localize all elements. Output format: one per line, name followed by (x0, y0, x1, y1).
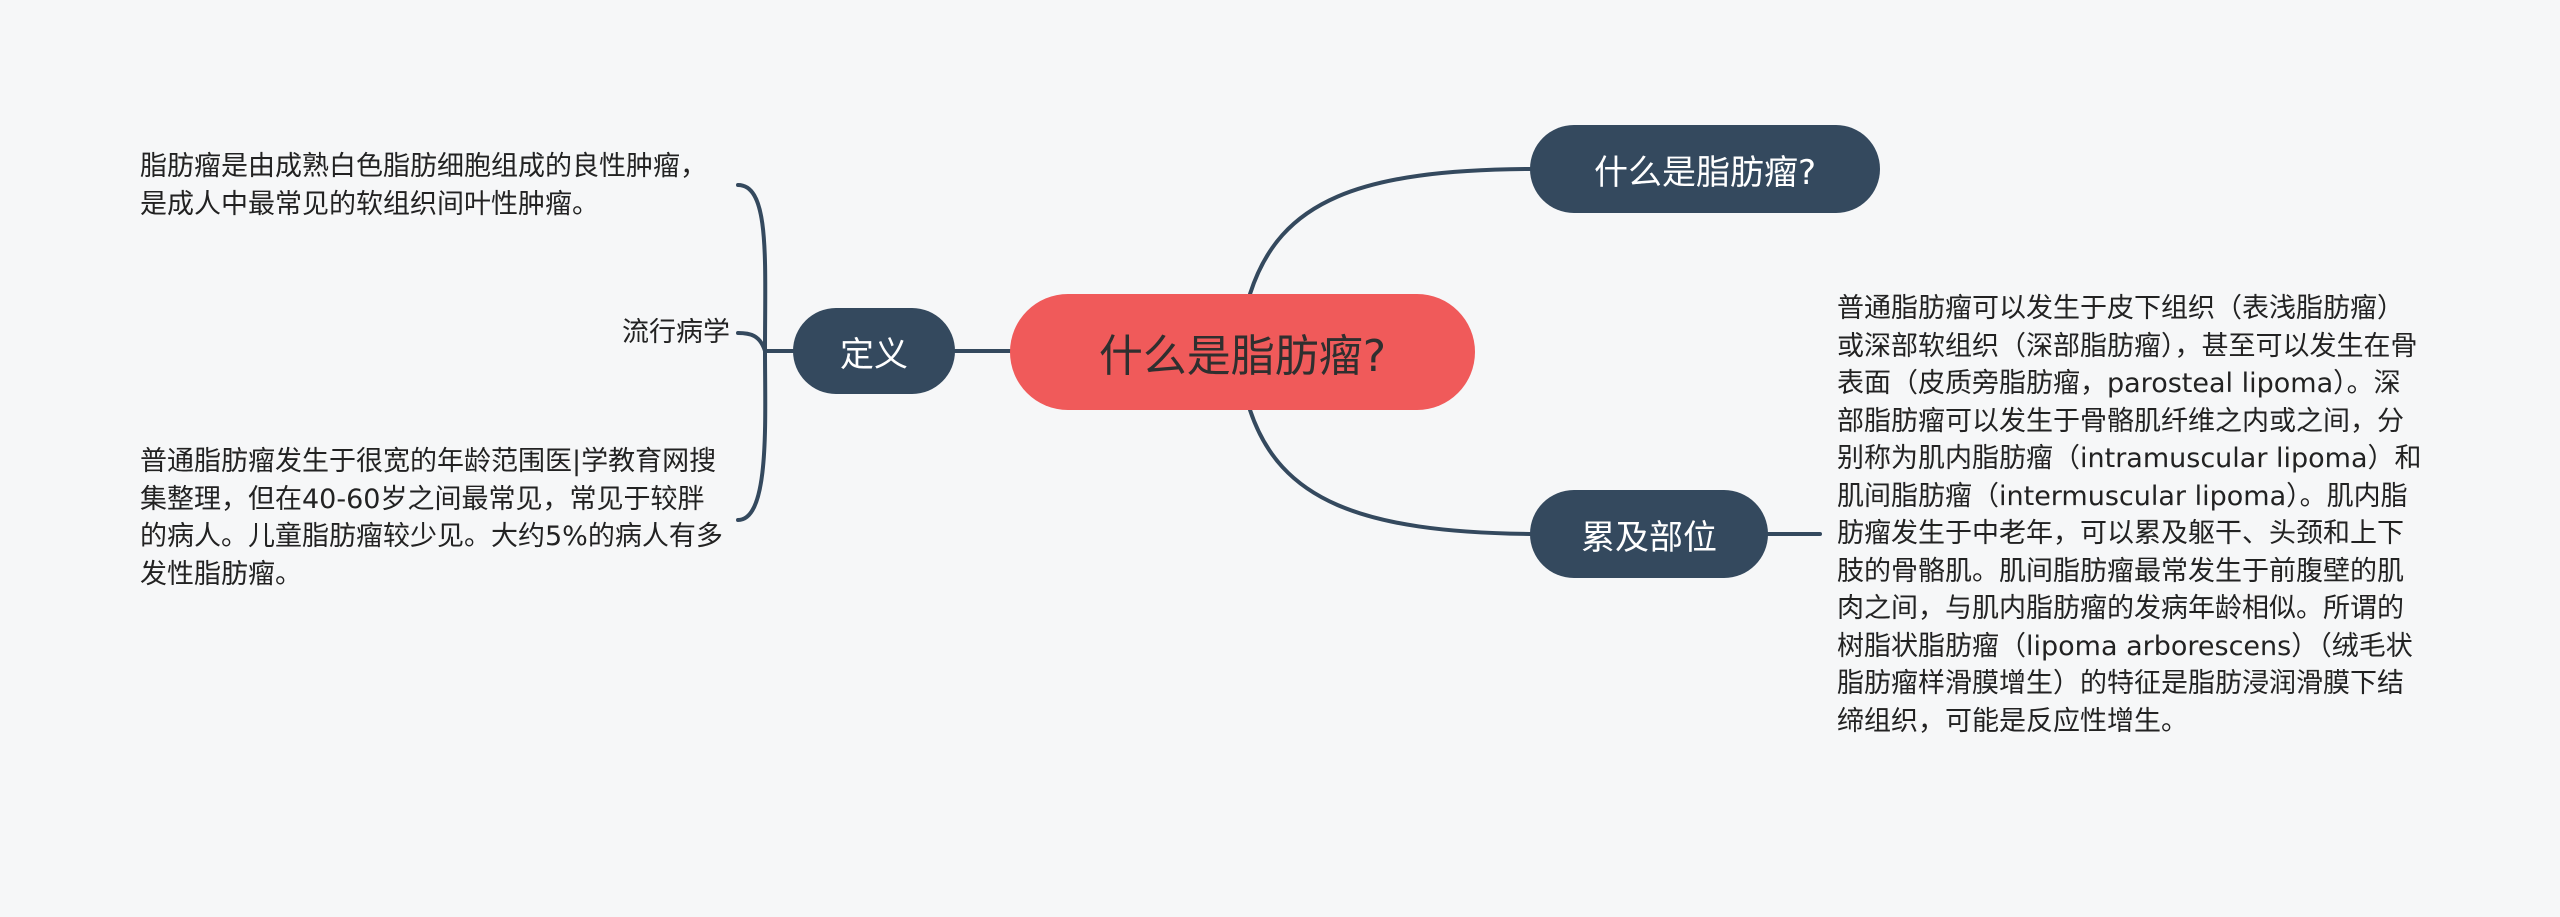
topic-definition[interactable]: 定义 (793, 308, 955, 394)
definition-text-epidemiology: 流行病学 (622, 317, 730, 348)
topic-label: 定义 (840, 334, 908, 375)
connector-root-what (1248, 167, 1532, 296)
root-label: 什么是脂肪瘤? (1098, 331, 1387, 382)
definition-text-1: 脂肪瘤是由成熟白色脂肪细胞组成的良性肿瘤，是成人中最常见的软组织间叶性肿瘤。 (140, 151, 707, 220)
topic-location[interactable]: 累及部位 (1530, 490, 1768, 578)
topic-label: 什么是脂肪瘤? (1593, 152, 1817, 193)
root-node[interactable]: 什么是脂肪瘤? (1010, 294, 1475, 410)
topic-what-is-lipoma[interactable]: 什么是脂肪瘤? (1530, 125, 1880, 213)
location-text: 普通脂肪瘤可以发生于皮下组织（表浅脂肪瘤）或深部软组织（深部脂肪瘤），甚至可以发… (1837, 293, 2422, 737)
connector-definition-bracket (736, 183, 795, 522)
topic-label: 累及部位 (1581, 517, 1717, 558)
definition-text-2: 普通脂肪瘤发生于很宽的年龄范围医|学教育网搜集整理，但在40-60岁之间最常见，… (140, 446, 723, 590)
connector-root-location (1248, 408, 1532, 536)
